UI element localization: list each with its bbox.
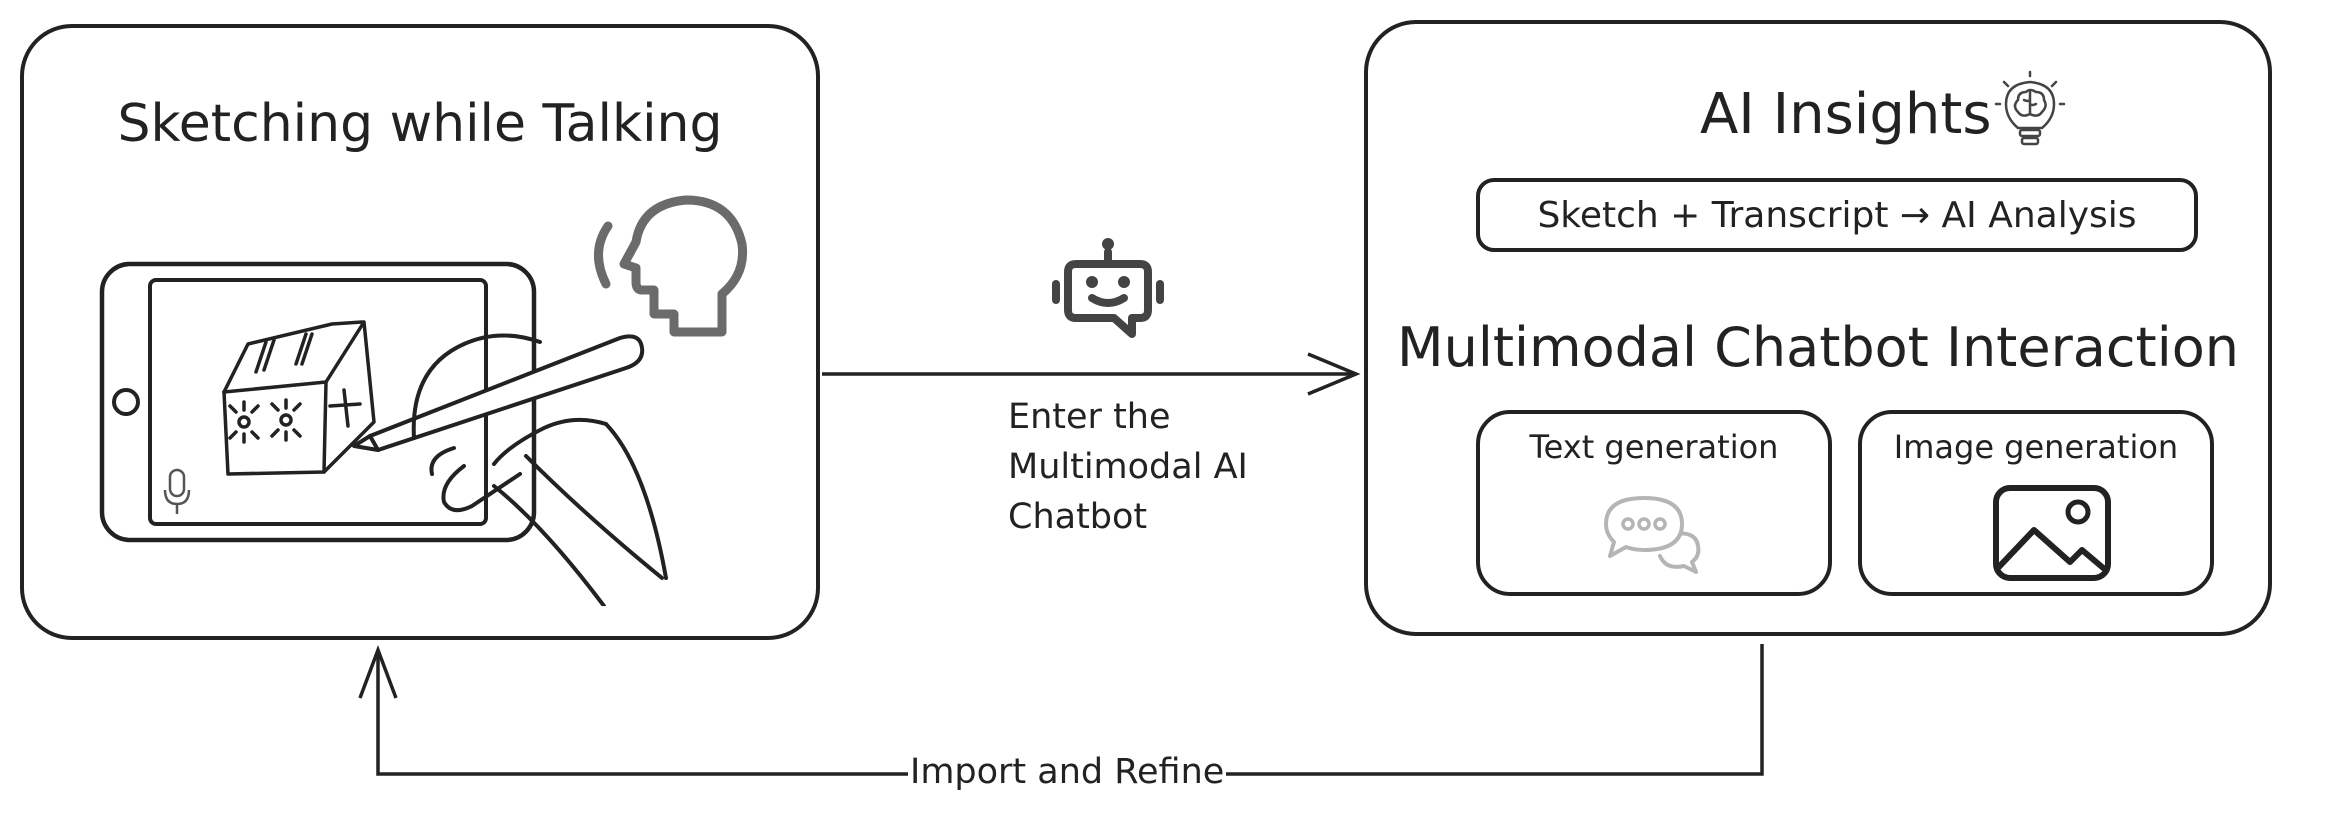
chatbot-interaction-title: Multimodal Chatbot Interaction — [1397, 316, 2239, 379]
image-generation-card: Image generation — [1858, 410, 2214, 596]
sketching-panel-title: Sketching while Talking — [117, 94, 723, 154]
ai-insights-title: AI Insights — [1700, 82, 1992, 147]
pipeline-text: Sketch + Transcript → AI Analysis — [1537, 194, 2137, 236]
feedback-arrow-label: Import and Refine — [908, 752, 1227, 792]
speaking-head-icon — [593, 195, 748, 337]
lightbulb-brain-icon — [1994, 70, 2066, 146]
pen-hand-icon — [352, 333, 668, 606]
forward-arrow — [822, 352, 1361, 396]
sketch-box-icon — [222, 320, 376, 476]
robot-chatbot-icon — [1052, 238, 1164, 338]
image-generation-label: Image generation — [1893, 428, 2179, 466]
chat-bubbles-icon — [1604, 496, 1701, 574]
forward-arrow-label: Enter the Multimodal AI Chatbot — [1008, 397, 1248, 537]
pipeline-box: Sketch + Transcript → AI Analysis — [1476, 178, 2198, 252]
text-generation-card: Text generation — [1476, 410, 1832, 596]
text-generation-label: Text generation — [1529, 428, 1779, 466]
microphone-icon — [163, 468, 191, 514]
image-icon — [1993, 485, 2111, 581]
